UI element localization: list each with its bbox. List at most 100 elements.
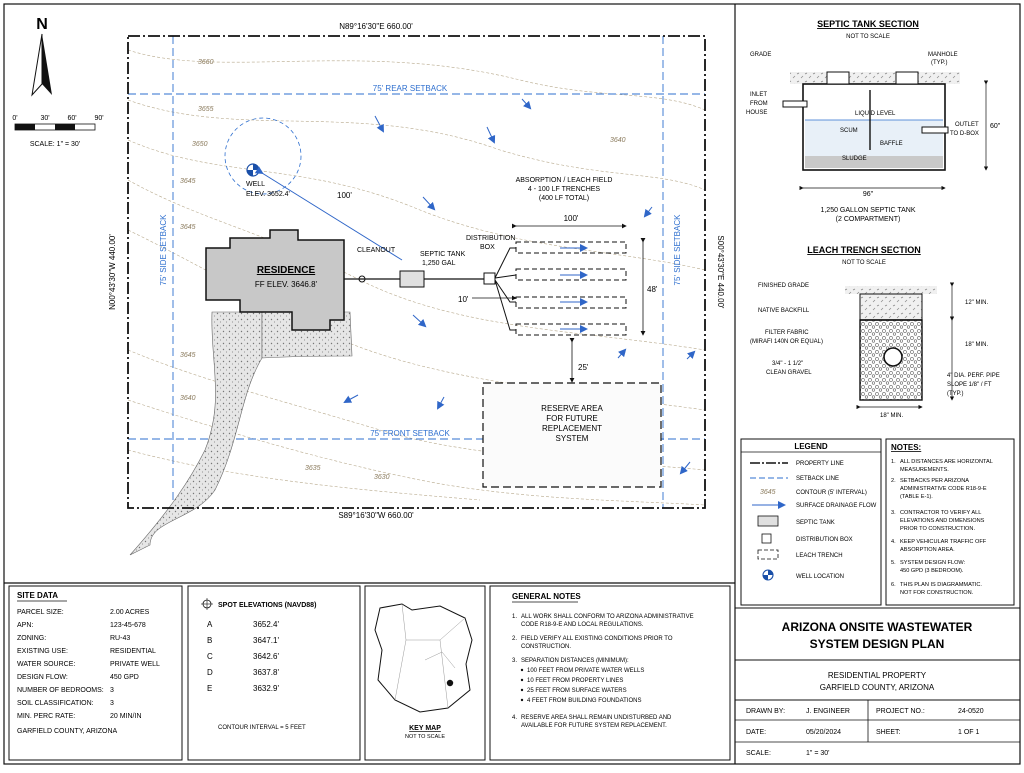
bearing-left: N00°43'30"W 440.00' — [108, 234, 117, 310]
site-data-value: 20 MIN/IN — [110, 713, 142, 720]
general-number: 3. — [512, 658, 517, 664]
well-label: WELL — [246, 181, 265, 188]
reserve-area — [482, 382, 662, 488]
contour-label: 3655 — [198, 106, 214, 113]
drawn-by-value: J. ENGINEER — [806, 708, 850, 715]
general-bullet: 10 FEET FROM PROPERTY LINES — [527, 678, 623, 684]
note-line: MEASUREMENTS. — [900, 467, 949, 473]
site-data-key: PARCEL SIZE: — [17, 609, 64, 616]
scale-bar: 0' 30' 60' 90' SCALE: 1" = 30' — [12, 115, 103, 148]
crosshair-icon — [201, 598, 213, 610]
contour-label: 3660 — [198, 59, 214, 66]
contour-label: 3640 — [180, 395, 196, 402]
spot-elevation: 3652.4' — [253, 620, 279, 629]
leach-field-label-3: (400 LF TOTAL) — [539, 195, 589, 202]
notes-title: NOTES: — [891, 443, 921, 452]
trench-width-18: 18" MIN. — [880, 413, 903, 419]
trench-pipe-3: (TYP.) — [947, 391, 964, 397]
dbox-label-1: DISTRIBUTION — [466, 235, 515, 242]
project-line-1: RESIDENTIAL PROPERTY — [828, 671, 927, 680]
site-data-rows: PARCEL SIZE:2.00 ACRESAPN:123-45-678ZONI… — [17, 609, 160, 720]
note-line: ELEVATIONS AND DIMENSIONS — [900, 518, 985, 524]
north-arrow-icon: N — [31, 16, 52, 97]
title-line-1: ARIZONA ONSITE WASTEWATER — [782, 620, 973, 634]
residence-elev: FF ELEV. 3646.8' — [255, 280, 318, 289]
site-data-value: PRIVATE WELL — [110, 661, 160, 668]
side-setback-label-left: 75' SIDE SETBACK — [159, 214, 168, 286]
spot-point: E — [207, 684, 212, 693]
tank-width: 96" — [863, 191, 874, 198]
scale-tick: 90' — [94, 115, 103, 122]
date-label: DATE: — [746, 729, 766, 736]
site-data-box — [8, 585, 183, 761]
notes-box — [885, 438, 1015, 606]
sheet-value: 1 OF 1 — [958, 729, 980, 736]
leach-offset: 10' — [458, 295, 469, 304]
site-data-key: NUMBER OF BEDROOMS: — [17, 687, 104, 694]
reserve-label-1: RESERVE AREA — [541, 404, 603, 413]
general-line: ALL WORK SHALL CONFORM TO ARIZONA ADMINI… — [521, 614, 694, 620]
dbox-label-2: BOX — [480, 244, 495, 251]
septic-tank-icon — [399, 270, 425, 288]
reserve-gap: 25' — [578, 363, 589, 372]
keymap-title: KEY MAP — [409, 725, 441, 732]
spot-elevation: 3642.6' — [253, 652, 279, 661]
keymap-sub: NOT TO SCALE — [405, 734, 445, 740]
general-bullet: 4 FEET FROM BUILDING FOUNDATIONS — [527, 698, 641, 704]
well-distance-line — [254, 166, 403, 261]
cleanout-label: CLEANOUT — [357, 247, 396, 254]
tank-outlet-1: OUTLET — [955, 122, 979, 128]
note-line: 450 GPD (3 BEDROOM). — [900, 568, 964, 574]
site-data-key: ZONING: — [17, 635, 46, 642]
note-line: ABSORPTION AREA. — [900, 547, 955, 553]
tank-caption-1: 1,250 GALLON SEPTIC TANK — [820, 207, 915, 214]
north-label: N — [36, 16, 48, 33]
legend-item: SURFACE DRAINAGE FLOW — [796, 503, 877, 509]
contour-label: 3635 — [305, 465, 321, 472]
general-number: 1. — [512, 614, 517, 620]
site-data-value: 3 — [110, 687, 114, 694]
county-outline — [374, 603, 473, 713]
note-number: 3. — [891, 510, 896, 516]
trench-section-sub: NOT TO SCALE — [842, 260, 886, 266]
reserve-label-4: SYSTEM — [556, 434, 589, 443]
title-line-2: SYSTEM DESIGN PLAN — [810, 637, 945, 651]
note-number: 4. — [891, 539, 896, 545]
note-line: SYSTEM DESIGN FLOW: — [900, 560, 966, 566]
tank-outlet-2: TO D-BOX — [950, 131, 979, 137]
note-line: PRIOR TO CONSTRUCTION. — [900, 526, 975, 532]
note-number: 6. — [891, 582, 896, 588]
bearing-bottom: S89°16'30"W 660.00' — [338, 511, 414, 520]
tank-liquid: LIQUID LEVEL — [855, 111, 896, 117]
tank-scum: SCUM — [840, 128, 858, 134]
leach-length: 100' — [564, 214, 579, 223]
general-line: CODE R18-9-E AND LOCAL REGULATIONS. — [521, 622, 644, 628]
tank-sludge: SLUDGE — [842, 156, 867, 162]
spot-interval: CONTOUR INTERVAL = 5 FEET — [218, 725, 306, 731]
residence-title: RESIDENCE — [257, 265, 316, 276]
leach-trenches — [515, 241, 627, 336]
trench-pipe-2: SLOPE 1/8" / FT — [947, 382, 992, 388]
site-data-key: DESIGN FLOW: — [17, 674, 68, 681]
general-notes-box — [489, 585, 731, 761]
general-line: SEPARATION DISTANCES (MINIMUM): — [521, 658, 629, 664]
contour-label: 3645 — [180, 352, 196, 359]
contour-label: 3645 — [180, 224, 196, 231]
trench-depth-18: 18" MIN. — [965, 342, 988, 348]
bearing-top: N89°16'30"E 660.00' — [339, 22, 413, 31]
trench-gravel-1: 3/4" - 1 1/2" — [772, 361, 803, 367]
tank-inlet-2: FROM — [750, 101, 768, 107]
driveway — [129, 311, 263, 556]
site-data-title: SITE DATA — [17, 591, 58, 600]
trench-finished: FINISHED GRADE — [758, 283, 809, 289]
date-value: 05/20/2024 — [806, 729, 841, 736]
note-number: 1. — [891, 459, 896, 465]
general-line: CONSTRUCTION. — [521, 644, 571, 650]
tank-height: 60" — [990, 123, 1001, 130]
note-line: ALL DISTANCES ARE HORIZONTAL — [900, 459, 993, 465]
spot-elevations-box — [187, 585, 361, 761]
site-data-value: 2.00 ACRES — [110, 609, 150, 616]
note-line: THIS PLAN IS DIAGRAMMATIC. — [900, 582, 982, 588]
site-data-key: WATER SOURCE: — [17, 661, 75, 668]
